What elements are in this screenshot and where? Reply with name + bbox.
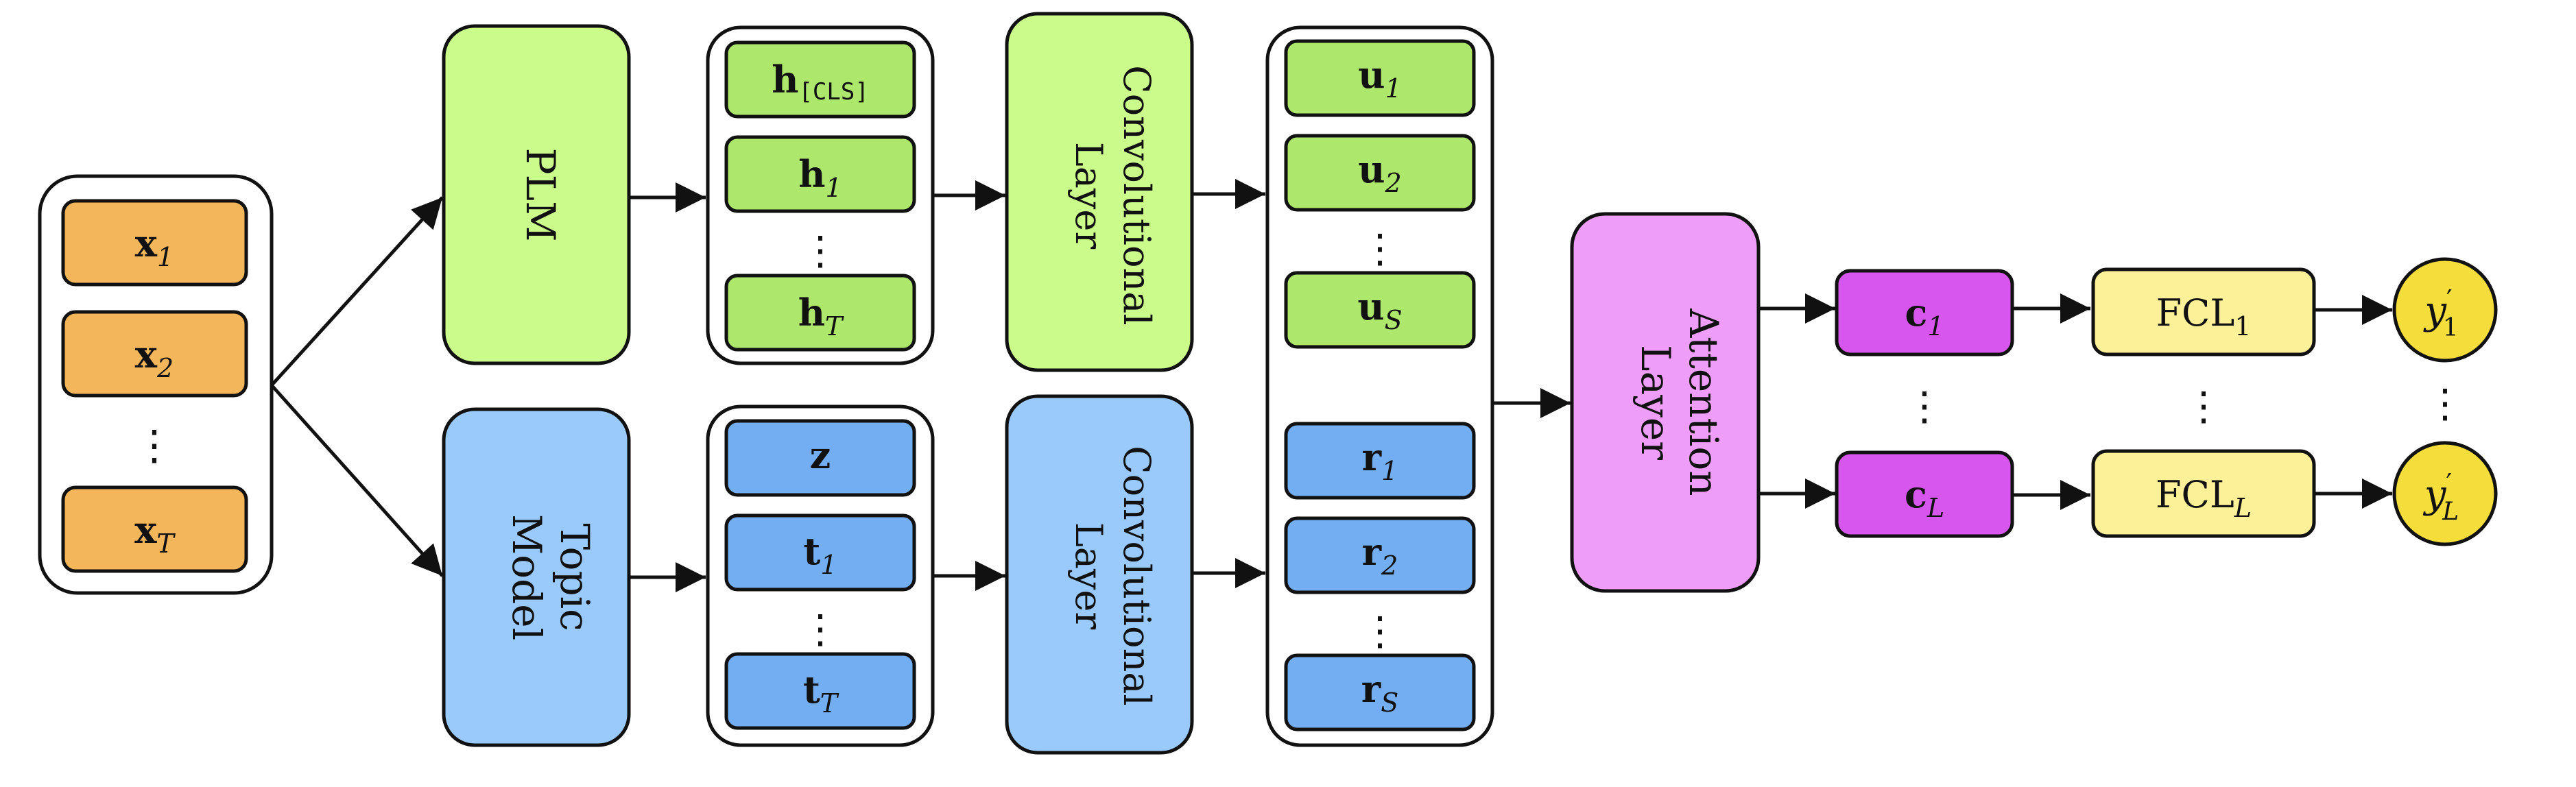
token-t1: t1 bbox=[724, 513, 916, 592]
svg-text:xT: xT bbox=[134, 508, 176, 559]
input-token-xT: xT bbox=[61, 485, 248, 573]
svg-text:z: z bbox=[810, 433, 831, 477]
topic-outputs-ellipsis: ⋮ bbox=[800, 605, 840, 652]
input-token-x2: x2 bbox=[61, 310, 248, 398]
token-r1: r1 bbox=[1284, 422, 1476, 500]
topic-model-label-line2: Model bbox=[503, 514, 550, 640]
fcl-L: FCLL bbox=[2091, 449, 2316, 538]
svg-text:c1: c1 bbox=[1905, 291, 1944, 341]
plm-outputs-ellipsis: ⋮ bbox=[800, 227, 840, 274]
output-ellipsis: ⋮ bbox=[2425, 380, 2465, 426]
svg-text:Layer: Layer bbox=[1067, 522, 1110, 630]
arrow-input-to-topic bbox=[270, 384, 444, 577]
label-vector-c1: c1 bbox=[1835, 269, 2014, 356]
svg-text:FCL1: FCL1 bbox=[2156, 291, 2252, 341]
conv-layer-bottom: Convolutional Layer bbox=[1005, 394, 1194, 755]
svg-text:h[CLS]: h[CLS] bbox=[772, 58, 869, 106]
plm-block: PLM bbox=[442, 24, 631, 365]
fcl-ellipsis: ⋮ bbox=[2184, 383, 2223, 429]
svg-text:cL: cL bbox=[1905, 472, 1944, 523]
svg-text:Layer: Layer bbox=[1067, 142, 1110, 250]
label-vector-cL: cL bbox=[1835, 450, 2014, 538]
svg-text:Convolutional: Convolutional bbox=[1115, 446, 1158, 705]
c-ellipsis: ⋮ bbox=[1905, 383, 1944, 429]
conv-layer-top: Convolutional Layer bbox=[1005, 12, 1194, 372]
svg-text:u2: u2 bbox=[1358, 147, 1401, 198]
fcl-1: FCL1 bbox=[2091, 267, 2316, 356]
u-ellipsis: ⋮ bbox=[1360, 225, 1400, 271]
token-tT: tT bbox=[724, 652, 916, 730]
arrow-input-to-plm bbox=[270, 196, 444, 387]
input-ellipsis: ⋮ bbox=[134, 422, 175, 470]
token-uS: uS bbox=[1284, 271, 1476, 349]
svg-text:x1: x1 bbox=[135, 221, 174, 272]
svg-text:Convolutional: Convolutional bbox=[1115, 65, 1158, 325]
output-y1: y′1 bbox=[2392, 257, 2498, 363]
svg-text:y′1: y′1 bbox=[2422, 284, 2458, 342]
token-hT: hT bbox=[724, 274, 916, 352]
attention-layer: Attention Layer bbox=[1570, 212, 1761, 593]
plm-label: PLM bbox=[517, 148, 564, 242]
svg-text:r2: r2 bbox=[1362, 530, 1398, 581]
svg-text:y′L: y′L bbox=[2422, 468, 2459, 526]
token-rS: rS bbox=[1284, 653, 1476, 731]
topic-model-block: Topic Model bbox=[442, 407, 631, 747]
svg-text:tT: tT bbox=[803, 668, 839, 718]
output-yL: y′L bbox=[2392, 441, 2498, 546]
conv-outputs-group: u1 u2 ⋮ uS r1 r2 ⋮ rS bbox=[1265, 25, 1494, 747]
svg-text:hT: hT bbox=[798, 291, 844, 341]
token-u1: u1 bbox=[1284, 39, 1476, 117]
plm-outputs-group: h[CLS] h1 ⋮ hT bbox=[706, 25, 935, 365]
input-token-x1: x1 bbox=[61, 199, 248, 287]
token-z: z bbox=[724, 419, 916, 497]
input-sequence-group: x1 x2 ⋮ xT bbox=[38, 174, 274, 595]
svg-text:Layer: Layer bbox=[1632, 345, 1679, 460]
svg-text:u1: u1 bbox=[1358, 53, 1401, 104]
svg-text:h1: h1 bbox=[798, 152, 842, 203]
svg-text:Attention: Attention bbox=[1680, 308, 1727, 496]
svg-text:x2: x2 bbox=[135, 332, 174, 383]
topic-outputs-group: z t1 ⋮ tT bbox=[706, 404, 935, 747]
svg-text:uS: uS bbox=[1357, 284, 1402, 335]
token-r2: r2 bbox=[1284, 516, 1476, 594]
r-ellipsis: ⋮ bbox=[1360, 607, 1400, 654]
token-h-cls: h[CLS] bbox=[724, 40, 916, 119]
svg-text:r1: r1 bbox=[1362, 435, 1398, 486]
token-u2: u2 bbox=[1284, 134, 1476, 212]
svg-text:t1: t1 bbox=[803, 529, 837, 580]
svg-text:FCLL: FCLL bbox=[2156, 473, 2252, 523]
svg-text:rS: rS bbox=[1361, 667, 1399, 718]
token-h1: h1 bbox=[724, 135, 916, 213]
topic-model-label-line1: Topic bbox=[551, 523, 598, 631]
